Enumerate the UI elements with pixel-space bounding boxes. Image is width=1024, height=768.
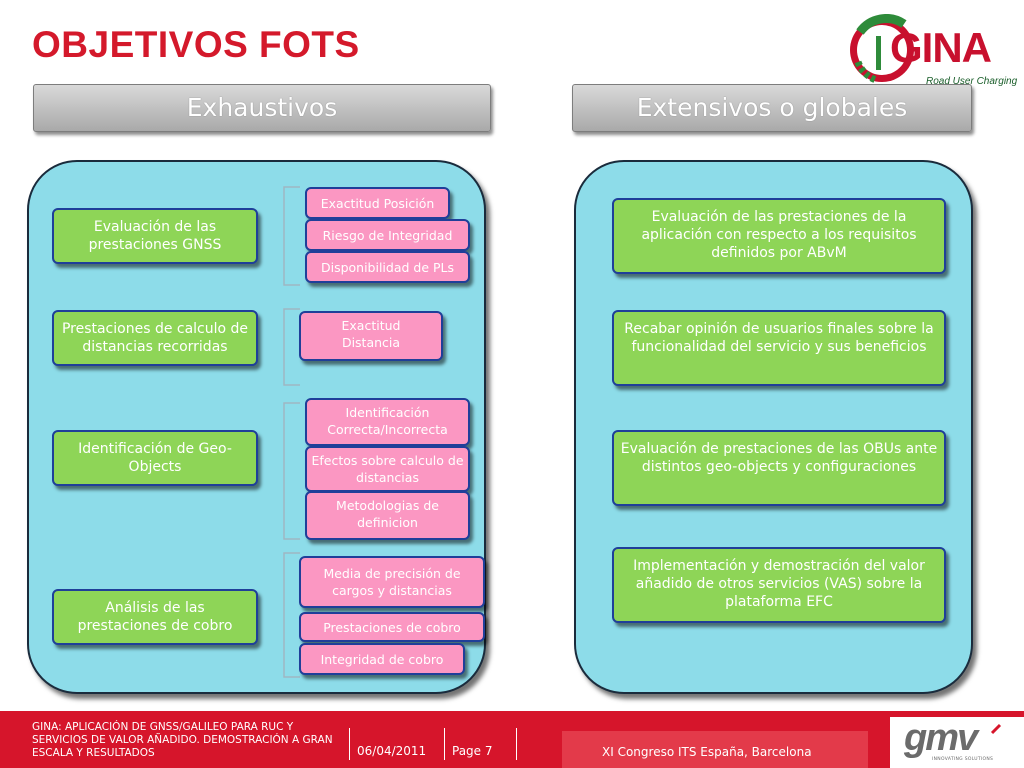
- global-item-obus: Evaluación de prestaciones de las OBUs a…: [612, 430, 946, 506]
- header-exhaustivos: Exhaustivos: [33, 84, 491, 132]
- brace-gnss: [283, 186, 300, 286]
- footer-divider: [516, 728, 517, 760]
- footer-date: 06/04/2011: [357, 744, 427, 758]
- group-label-geo-objects: Identificación de Geo-Objects: [52, 430, 258, 486]
- item-media-precision: Media de precisión de cargos y distancia…: [299, 556, 485, 608]
- item-metodologias: Metodologias de definicion: [305, 491, 470, 540]
- group-label-cobro: Análisis de las prestaciones de cobro: [52, 589, 258, 645]
- gmv-logo-text: gmv: [904, 717, 978, 759]
- footer-description: GINA: APLICACIÓN DE GNSS/GALILEO PARA RU…: [32, 721, 333, 759]
- logo-name: GINA: [890, 24, 992, 71]
- header-exhaustivos-label: Exhaustivos: [186, 93, 338, 122]
- slide-title: OBJETIVOS FOTS: [32, 24, 360, 65]
- header-extensivos-label: Extensivos o globales: [636, 93, 908, 122]
- footer-bar: GINA: APLICACIÓN DE GNSS/GALILEO PARA RU…: [0, 711, 1024, 768]
- group-label-gnss: Evaluación de las prestaciones GNSS: [52, 208, 258, 264]
- footer-divider: [444, 728, 445, 760]
- gmv-logo-mark-icon: [990, 723, 1002, 735]
- item-efectos-calculo: Efectos sobre calculo de distancias: [305, 446, 470, 492]
- gina-logo-icon: [850, 14, 914, 84]
- global-item-abvm: Evaluación de las prestaciones de la apl…: [612, 198, 946, 274]
- gina-logo: GINA Road User Charging: [846, 14, 1022, 90]
- footer-divider: [349, 728, 350, 760]
- logo-tagline: Road User Charging: [926, 76, 1018, 87]
- item-identificacion-correcta: Identificación Correcta/Incorrecta: [305, 398, 470, 446]
- gmv-logo: gmv INNOVATING SOLUTIONS: [890, 717, 1024, 768]
- footer-event: XI Congreso ITS España, Barcelona: [602, 745, 812, 759]
- gmv-logo-tagline: INNOVATING SOLUTIONS: [932, 757, 994, 762]
- item-prestaciones-cobro: Prestaciones de cobro: [299, 612, 485, 642]
- global-item-opinion-usuarios: Recabar opinión de usuarios finales sobr…: [612, 310, 946, 386]
- item-disponibilidad-pls: Disponibilidad de PLs: [305, 251, 470, 283]
- group-label-distancias: Prestaciones de calculo de distancias re…: [52, 310, 258, 366]
- item-exactitud-distancia: Exactitud Distancia: [299, 311, 443, 361]
- item-integridad-cobro: Integridad de cobro: [299, 643, 465, 675]
- header-extensivos: Extensivos o globales: [572, 84, 972, 132]
- global-item-vas: Implementación y demostración del valor …: [612, 547, 946, 623]
- footer-page-number: Page 7: [452, 744, 493, 758]
- brace-distancias: [283, 308, 300, 386]
- item-exactitud-posicion: Exactitud Posición: [305, 187, 450, 219]
- item-riesgo-integridad: Riesgo de Integridad: [305, 219, 470, 251]
- brace-geo-objects: [283, 402, 300, 540]
- footer-event-band: [562, 731, 868, 768]
- brace-cobro: [283, 552, 300, 678]
